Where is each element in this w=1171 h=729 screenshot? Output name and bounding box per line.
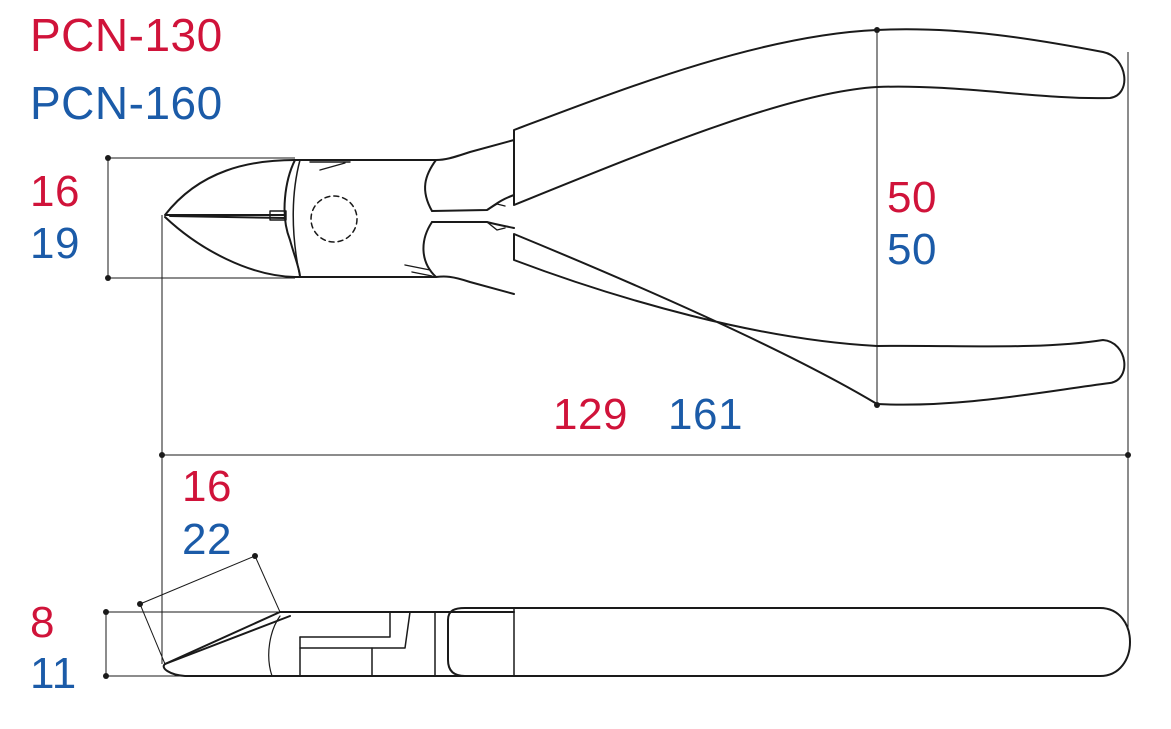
thickness-pcn130: 8: [30, 598, 55, 647]
dimension-lines: [105, 30, 1129, 677]
lower-handle: [513, 233, 1126, 406]
jaw-height-pcn160: 19: [30, 219, 80, 268]
dimension-dots: [103, 27, 1131, 679]
overall-length-pcn160: 161: [668, 390, 743, 439]
jaw-height-pcn130: 16: [30, 167, 80, 216]
jaw-length-pcn130: 16: [182, 462, 232, 511]
model-name-pcn130: PCN-130: [30, 9, 223, 61]
model-name-pcn160: PCN-160: [30, 77, 223, 129]
pliers-side-view: [162, 607, 1131, 677]
pliers-top-view: [164, 28, 1126, 406]
upper-handle: [513, 28, 1126, 206]
side-handle: [513, 607, 1131, 677]
handle-span-pcn160: 50: [887, 225, 937, 274]
jaw-length-pcn160: 22: [182, 515, 232, 564]
pivot-circle: [310, 195, 358, 243]
overall-length-pcn130: 129: [553, 390, 628, 439]
handle-span-pcn130: 50: [887, 173, 937, 222]
thickness-pcn160: 11: [30, 649, 77, 698]
